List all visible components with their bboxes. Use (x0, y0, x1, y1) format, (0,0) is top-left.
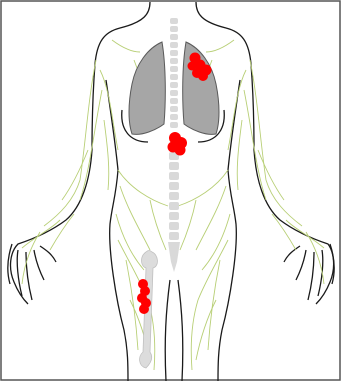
lesion-marker (139, 304, 149, 314)
lesion-marker (198, 71, 208, 81)
lesion-marker (188, 62, 197, 71)
lesion-marker (172, 138, 182, 148)
